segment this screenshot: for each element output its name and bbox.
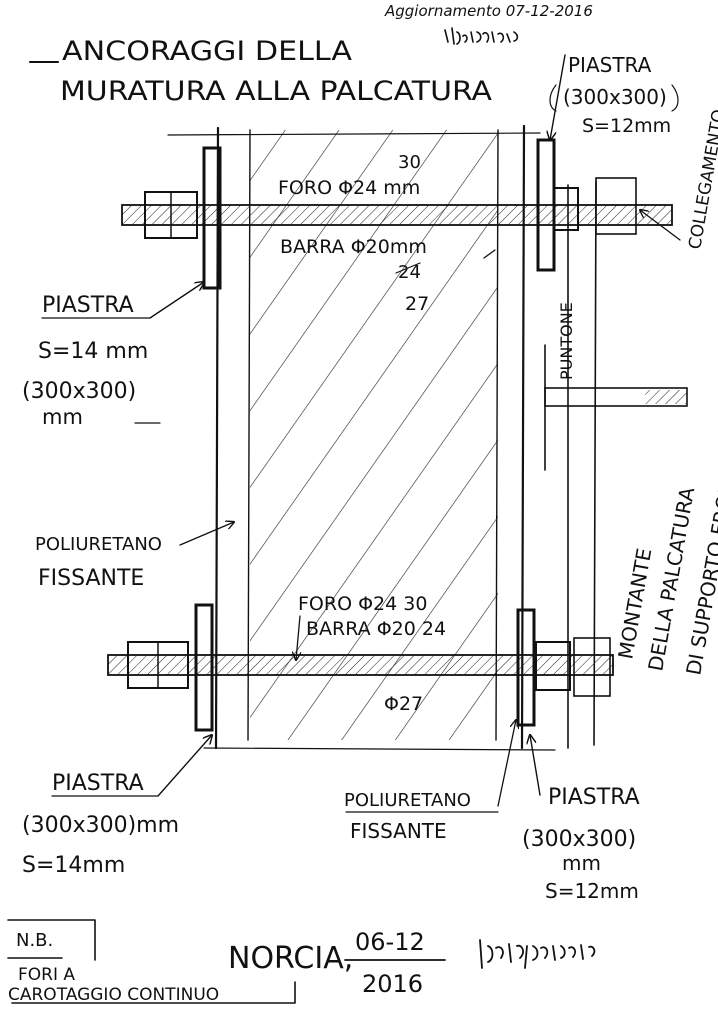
label-foro-top-revision: 30: [398, 152, 421, 173]
svg-text:POLIURETANO: POLIURETANO: [35, 534, 162, 555]
svg-text:PIASTRA: PIASTRA: [52, 771, 144, 796]
label-foro-bottom: FORO Φ24 30: [298, 593, 427, 615]
top-plate-left: [202, 146, 222, 290]
signature-top: [444, 27, 519, 45]
svg-text:PIASTRA: PIASTRA: [568, 53, 652, 77]
svg-text:PIASTRA: PIASTRA: [42, 293, 134, 318]
label-barra-top-rev1: 24: [398, 262, 421, 283]
date-bottom: 2016: [362, 970, 423, 998]
label-puntone: PUNTONE: [557, 302, 576, 380]
label-plate-top-right: PIASTRA (300x300) S=12mm: [550, 53, 679, 140]
bottom-anchor: [107, 603, 614, 732]
title-line2: MURATURA ALLA PALCATURA: [60, 76, 493, 107]
label-montante: MONTANTE DELLA PALCATURA DI SUPPORTO FRO…: [613, 431, 718, 677]
nb-box: N.B. FORI A CAROTAGGIO CONTINUO: [7, 919, 296, 1005]
svg-text:(300x300): (300x300): [563, 85, 667, 109]
svg-text:PIASTRA: PIASTRA: [548, 785, 640, 810]
svg-text:mm: mm: [42, 405, 83, 429]
label-poliuretano-bottom: POLIURETANO FISSANTE: [344, 720, 516, 843]
bottom-plate-right: [516, 608, 536, 727]
nb-title: N.B.: [16, 930, 53, 951]
top-anchor: [121, 138, 673, 290]
svg-text:S=14mm: S=14mm: [22, 853, 125, 878]
place: NORCIA,: [228, 941, 353, 976]
svg-text:S=14 mm: S=14 mm: [38, 339, 148, 364]
label-barra-top-rev2: 27: [405, 293, 429, 315]
bottom-bar: [107, 654, 614, 676]
top-nuts-right: [553, 187, 579, 231]
strut: [544, 344, 688, 471]
top-bar: [121, 204, 673, 226]
title-line1: ANCORAGGI DELLA: [62, 36, 353, 67]
svg-text:FISSANTE: FISSANTE: [350, 819, 447, 843]
signature-bottom: [479, 939, 596, 969]
update-note: Aggiornamento 07-12-2016: [384, 2, 593, 20]
masonry-core: [250, 130, 498, 740]
svg-text:POLIURETANO: POLIURETANO: [344, 790, 471, 811]
connector-clamp: [595, 177, 637, 235]
svg-text:FISSANTE: FISSANTE: [38, 566, 144, 591]
svg-text:(300x300): (300x300): [22, 379, 136, 404]
bottom-clamp: [573, 637, 611, 697]
nb-line2: CAROTAGGIO CONTINUO: [8, 985, 219, 1005]
nb-line1: FORI A: [18, 965, 75, 985]
label-plate-right-bottom: PIASTRA (300x300) mm S=12mm: [522, 735, 640, 903]
bottom-plate-left: [194, 603, 214, 732]
label-barra-top: BARRA Φ20mm: [280, 236, 427, 258]
label-foro-top: FORO Φ24 mm: [278, 177, 420, 199]
svg-text:mm: mm: [562, 851, 601, 875]
wall-section: [167, 124, 597, 751]
svg-text:S=12mm: S=12mm: [582, 115, 671, 137]
svg-text:S=12mm: S=12mm: [545, 879, 639, 903]
label-plate-left-top: PIASTRA S=14 mm (300x300) mm: [22, 282, 204, 429]
date-top: 06-12: [355, 928, 425, 956]
label-collegamento: COLLEGAMENTO: [685, 108, 718, 251]
label-plate-left-bottom: PIASTRA (300x300)mm S=14mm: [22, 735, 212, 878]
label-barra-bottom: BARRA Φ20 24: [306, 618, 446, 640]
bottom-nuts-right: [535, 641, 571, 691]
svg-text:(300x300): (300x300): [522, 827, 636, 852]
label-diam-bottom: Φ27: [384, 693, 423, 715]
label-poliuretano-left: POLIURETANO FISSANTE: [35, 522, 234, 591]
svg-text:(300x300)mm: (300x300)mm: [22, 813, 179, 838]
